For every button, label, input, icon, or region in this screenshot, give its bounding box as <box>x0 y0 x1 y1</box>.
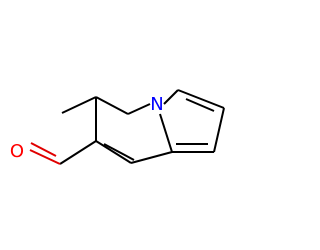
bond-n-c5 <box>127 103 151 115</box>
bond-c7-c8 <box>95 140 132 164</box>
bond-cho-oxygen-inner <box>30 142 57 157</box>
atom-oxygen: O <box>10 141 24 162</box>
bond-c6-methyl <box>61 96 97 114</box>
atom-nitrogen: N <box>150 94 163 115</box>
bond-c7-cho <box>59 140 97 165</box>
molecule-diagram: N O <box>10 89 225 165</box>
bond-cho-oxygen <box>29 149 61 165</box>
bond-c8-c8a <box>130 151 173 164</box>
bond-c5-c6 <box>95 96 129 115</box>
bond-n-c3 <box>163 89 179 105</box>
bond-c8a-n <box>159 113 173 153</box>
bond-c3-c2-inner <box>185 98 215 112</box>
bond-c7-c8-inner <box>103 143 135 161</box>
bond-c3-c2 <box>177 89 225 109</box>
bond-c2-c1 <box>213 107 225 153</box>
